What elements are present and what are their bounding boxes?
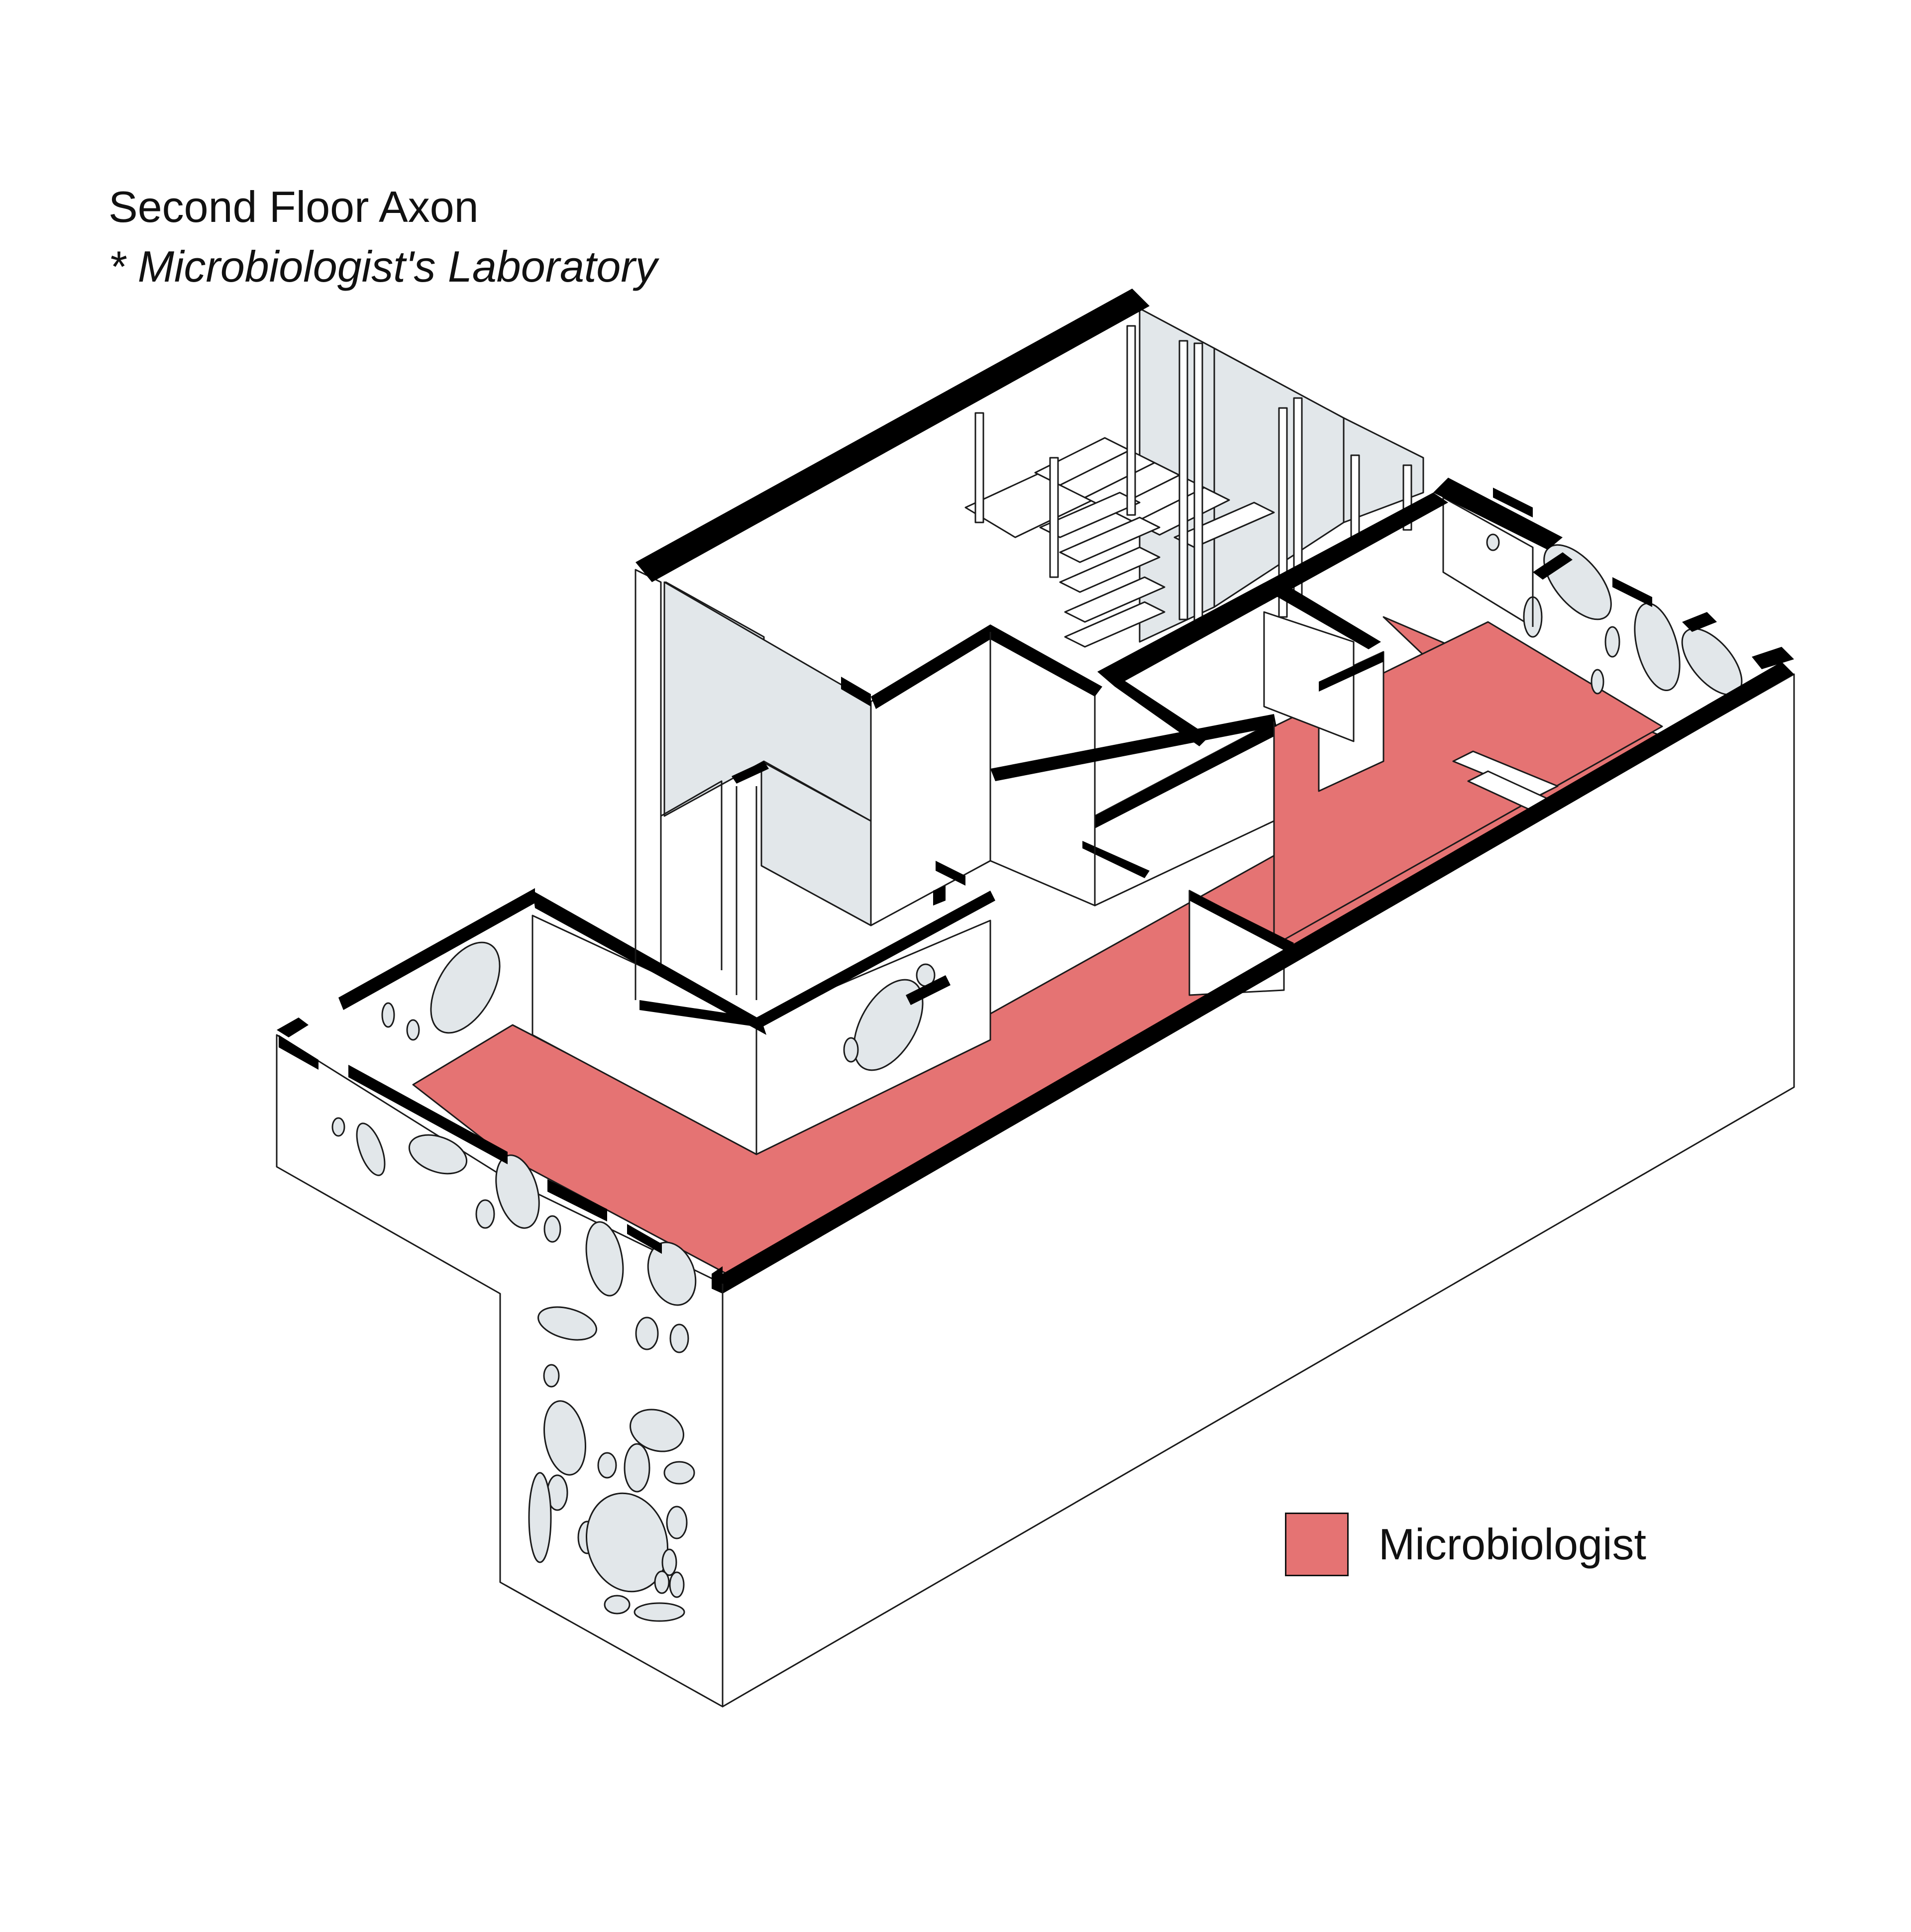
legend-label: Microbiologist: [1379, 1520, 1646, 1569]
legend: Microbiologist: [1285, 1513, 1646, 1576]
interior-wall-mid: [870, 631, 991, 926]
edge-lines: [635, 547, 1534, 1707]
rear-volume-left-face: [635, 569, 662, 1016]
glass-partition: [663, 581, 872, 822]
stone-opening: [331, 1117, 697, 1622]
post: [974, 325, 1412, 623]
drawing-subtitle: * Microbiologist's Laboratory: [108, 242, 657, 291]
stone-opening-upper: [381, 533, 1743, 1071]
legend-swatch: [1285, 1513, 1349, 1576]
interior-wall-room-right: [1263, 611, 1355, 742]
drawing-title: Second Floor Axon: [108, 182, 479, 231]
cut-wall: [277, 289, 1794, 1294]
